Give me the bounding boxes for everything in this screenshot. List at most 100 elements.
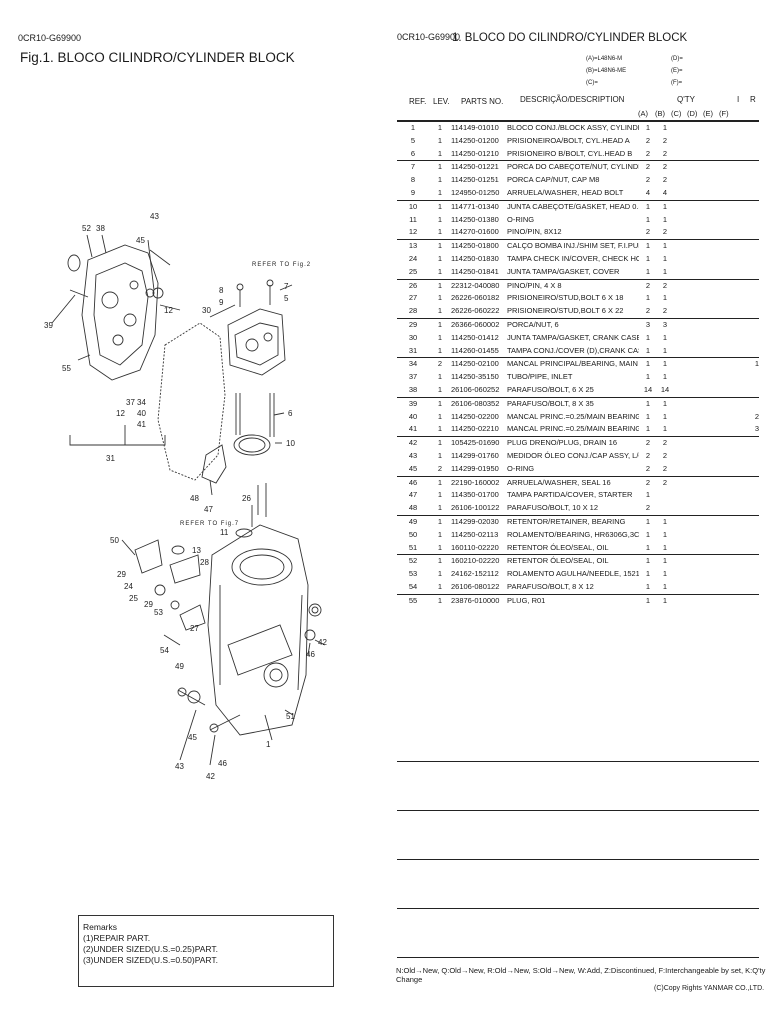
remarks-box: Remarks (1)REPAIR PART. (2)UNDER SIZED(U… (78, 915, 334, 987)
qty-f-cell (721, 568, 737, 581)
qty-b-cell: 1 (662, 332, 668, 342)
callout: REFER TO Fig.7 (180, 521, 239, 527)
lev-cell: 1 (437, 266, 443, 276)
qty-b-cell: 1 (657, 514, 673, 529)
qty-c-cell (673, 463, 689, 476)
callout: 25 (129, 594, 138, 603)
qty-d-cell (689, 463, 705, 476)
part-no-cell: 114250-01200 (451, 135, 499, 145)
qty-a-cell: 1 (639, 357, 657, 372)
callout: 53 (154, 608, 163, 617)
qty-f-cell (721, 411, 737, 424)
qty-a-cell: 1 (645, 253, 651, 263)
qty-b-cell: 1 (662, 411, 668, 421)
lev-cell: 1 (429, 396, 451, 411)
qty-d-cell (689, 489, 705, 502)
description-cell: PLUG DRENO/PLUG, DRAIN 16 (507, 436, 639, 450)
qty-c-cell (673, 253, 689, 266)
qty-e-cell (705, 514, 721, 529)
lev-cell: 1 (437, 293, 443, 303)
empty-row-rule (397, 908, 759, 909)
ref-cell: 48 (408, 503, 418, 513)
description-cell: JUNTA CABEÇOTE/GASKET, HEAD 0.5 (507, 199, 639, 214)
qty-d-cell (689, 529, 705, 542)
qty-e-cell (705, 345, 721, 358)
part-no-cell: 26106-060252 (451, 384, 500, 394)
ref-cell: 29 (397, 317, 429, 332)
qty-d-cell (689, 502, 705, 515)
callout: 12 (164, 306, 173, 315)
qty-f-cell (721, 187, 737, 200)
callout: 46 (306, 650, 315, 659)
qty-d-cell (689, 345, 705, 358)
callout: 41 (137, 420, 146, 429)
qty-d-cell (689, 266, 705, 279)
qty-b-cell: 1 (657, 357, 673, 372)
qty-f-cell (721, 357, 737, 372)
description-cell: PRISIONEIRO/STUD,BOLT 6 X 22 (507, 306, 624, 316)
ref-cell: 11 (409, 214, 417, 224)
description-cell: JUNTA TAMPA/GASKET, COVER (507, 266, 620, 276)
qty-c-cell (673, 135, 689, 148)
parts-list-title: 1. BLOCO DO CILINDRO/CYLINDER BLOCK (452, 32, 688, 44)
lev-cell: 1 (437, 175, 443, 185)
empty-row-rule (397, 810, 759, 811)
remark-cell (737, 581, 759, 594)
callout: 47 (204, 505, 213, 514)
part-no-cell: 114250-01380 (451, 214, 499, 224)
copyright: (C)Copy Rights YANMAR CO.,LTD. (654, 985, 765, 992)
qty-e-cell (705, 593, 721, 608)
qty-a-cell: 4 (645, 187, 651, 197)
qty-e-cell (705, 489, 721, 502)
qty-c-cell (673, 371, 689, 384)
callout: 34 (137, 398, 146, 407)
remark-cell (737, 345, 759, 358)
lev-cell: 1 (429, 239, 451, 253)
qty-a-cell: 1 (645, 345, 651, 355)
qty-b-cell: 2 (662, 306, 668, 316)
description-cell: RETENTOR ÓLEO/SEAL, OIL (507, 554, 639, 569)
lev-cell: 1 (437, 529, 443, 539)
remark-cell (737, 502, 759, 515)
qty-d-cell (689, 542, 705, 555)
qty-c-cell (673, 174, 689, 187)
qty-c-cell (673, 187, 689, 200)
qty-b-cell (657, 489, 673, 502)
qty-c-cell (673, 502, 689, 515)
remark-cell (737, 450, 759, 463)
callout: 29 (117, 570, 126, 579)
qty-e-cell (705, 148, 721, 161)
ref-cell: 41 (408, 424, 418, 434)
description-cell: PINO/PIN, 8X12 (507, 227, 562, 237)
description-cell: RETENTOR/RETAINER, BEARING (507, 514, 639, 529)
callout: 5 (284, 294, 289, 303)
callout: 43 (175, 762, 184, 771)
qty-c-cell (673, 514, 689, 529)
col-b: (B) (655, 109, 665, 118)
variant-e: (E)= (671, 68, 683, 74)
remark-cell (737, 253, 759, 266)
qty-b-cell: 1 (657, 239, 673, 253)
lev-cell: 1 (437, 424, 443, 434)
description-cell: PINO/PIN, 4 X 8 (507, 278, 639, 293)
remark-cell (737, 239, 759, 253)
qty-c-cell (673, 226, 689, 239)
ref-cell: 24 (408, 253, 418, 263)
description-cell: PORCA/NUT, 6 (507, 317, 639, 332)
lev-cell: 1 (437, 569, 443, 579)
callout: 29 (144, 600, 153, 609)
description-cell: PRISIONEIRO/STUD,BOLT 6 X 18 (507, 293, 624, 303)
qty-c-cell (673, 423, 689, 436)
remark-cell (737, 332, 759, 345)
qty-a-cell: 1 (639, 120, 657, 135)
